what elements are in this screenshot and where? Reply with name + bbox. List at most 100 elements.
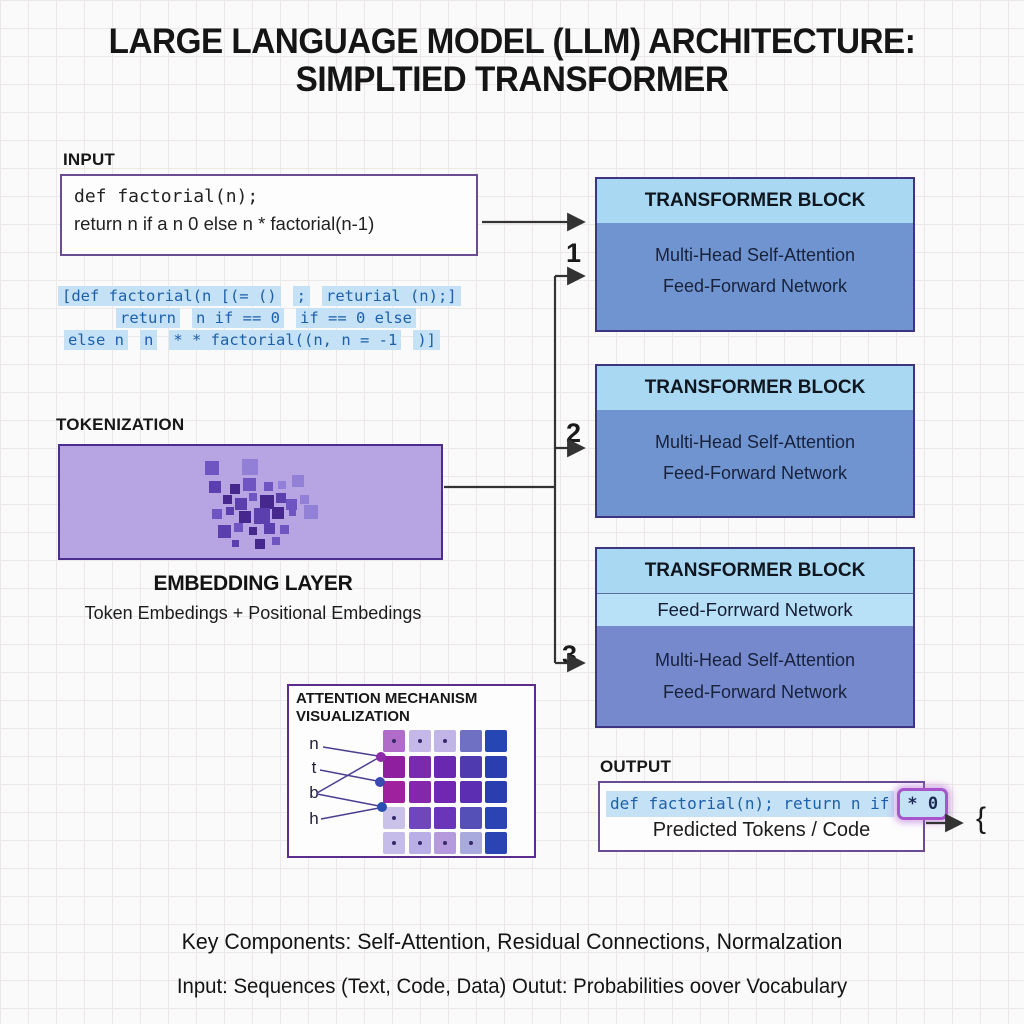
transformer-block-1: TRANSFORMER BLOCK Multi-Head Self-Attent… bbox=[595, 177, 915, 332]
tokenization-section-label: TOKENIZATION bbox=[56, 415, 185, 434]
attention-token-label-h: h bbox=[309, 809, 319, 828]
attention-cell-dot bbox=[392, 739, 396, 743]
flow-step-3: 3 bbox=[562, 640, 578, 670]
token-chip: [def factorial(n [(= () bbox=[58, 286, 281, 306]
attention-cell-dot bbox=[417, 739, 422, 743]
attention-cell bbox=[485, 832, 507, 854]
footer-io-summary: Input: Sequences (Text, Code, Data) Outu… bbox=[176, 975, 848, 998]
block2-ffn-label: Feed-Forward Network bbox=[662, 463, 848, 483]
input-section-label: INPUT bbox=[63, 150, 115, 169]
attention-cell bbox=[408, 832, 431, 854]
attention-cell bbox=[383, 832, 405, 854]
embedding-token-square bbox=[272, 507, 284, 519]
embedding-token-square bbox=[278, 481, 286, 489]
block3-attention-label: Multi-Head Self-Attention bbox=[654, 650, 856, 670]
embedding-token-square bbox=[292, 475, 304, 487]
block1-ffn-label: Feed-Forward Network bbox=[662, 276, 848, 296]
transformer-block-3: TRANSFORMER BLOCK Feed-Forrward Network … bbox=[595, 547, 915, 728]
attention-cell bbox=[408, 755, 431, 778]
attention-title-line1: ATTENTION MECHANISM bbox=[296, 690, 478, 707]
embedding-caption: EMBEDDING LAYER Token Embedings + Positi… bbox=[58, 572, 448, 624]
embedding-token-square bbox=[276, 493, 286, 503]
embedding-token-square bbox=[223, 495, 232, 504]
attention-cell bbox=[459, 755, 482, 778]
output-section-label: OUTPUT bbox=[600, 757, 672, 776]
attention-cell bbox=[459, 832, 482, 854]
attention-heatmap-grid bbox=[383, 730, 513, 860]
footer-key-components: Key Components: Self-Attention, Residual… bbox=[181, 929, 843, 954]
embedding-token-square bbox=[226, 507, 234, 515]
attention-cell bbox=[434, 730, 456, 752]
tokenized-line-1: [def factorial(n [(= ();returial (n);] bbox=[58, 286, 498, 308]
embedding-token-square bbox=[264, 482, 273, 491]
token-chip: * * factorial((n, n = -1 bbox=[169, 330, 402, 350]
embedding-token-square bbox=[289, 509, 296, 516]
embedding-token-square bbox=[239, 511, 251, 523]
transformer-block-1-body: Multi-Head Self-Attention Feed-Forward N… bbox=[597, 223, 913, 302]
attention-cell bbox=[434, 806, 456, 829]
embedding-token-square bbox=[230, 484, 240, 494]
embedding-token-square bbox=[205, 461, 219, 475]
transformer-block-3-title: TRANSFORMER BLOCK bbox=[597, 549, 913, 593]
attention-cell bbox=[383, 755, 405, 778]
embedding-scatter-box bbox=[58, 444, 443, 560]
transformer-block-2: TRANSFORMER BLOCK Multi-Head Self-Attent… bbox=[595, 364, 915, 518]
attention-cell bbox=[434, 832, 456, 854]
attention-title-line2: VISUALIZATION bbox=[296, 707, 410, 725]
token-chip: n bbox=[140, 330, 158, 350]
attention-cell-dot bbox=[443, 841, 447, 845]
attention-token-label-b: b bbox=[309, 783, 319, 802]
embedding-token-square bbox=[255, 539, 265, 549]
embedding-token-square bbox=[304, 505, 318, 519]
attention-cell bbox=[485, 730, 507, 752]
attention-token-label-t: t bbox=[311, 758, 317, 777]
attention-cell bbox=[408, 806, 431, 829]
attention-cell bbox=[434, 781, 456, 803]
token-chip: if == 0 else bbox=[296, 308, 416, 328]
embedding-token-square bbox=[234, 523, 243, 532]
embedding-token-square bbox=[218, 525, 231, 538]
attention-cell bbox=[408, 781, 431, 803]
output-code-text: def factorial(n); return n if bbox=[606, 791, 895, 817]
attention-cell-dot bbox=[392, 841, 396, 845]
embedding-token-square bbox=[249, 527, 257, 535]
output-caption: Predicted Tokens / Code bbox=[652, 819, 871, 841]
transformer-block-2-title: TRANSFORMER BLOCK bbox=[597, 366, 913, 410]
flow-step-2: 2 bbox=[566, 418, 582, 448]
embedding-token-square bbox=[260, 495, 274, 509]
attention-token-label-n: n bbox=[309, 734, 319, 753]
embedding-token-square bbox=[286, 499, 297, 510]
input-code-box: def factorial(n); return n if a n 0 else… bbox=[60, 174, 478, 256]
embedding-token-square bbox=[272, 537, 280, 545]
input-code-line2: return n if a n 0 else n * factorial(n-1… bbox=[74, 213, 375, 234]
page-title-line2: SIMPLTIED TRANSFORMER bbox=[295, 60, 729, 99]
flow-step-1: 1 bbox=[566, 238, 582, 268]
attention-cell bbox=[459, 730, 482, 752]
block3-ffn-label: Feed-Forward Network bbox=[662, 682, 848, 702]
attention-cell-dot bbox=[443, 739, 447, 743]
embedding-token-square bbox=[280, 525, 289, 534]
input-code-line1: def factorial(n); bbox=[74, 186, 259, 207]
page-title-line1: LARGE LANGUAGE MODEL (LLM) ARCHITECTURE: bbox=[108, 22, 916, 61]
attention-cell bbox=[408, 730, 431, 752]
attention-visualization-title: ATTENTION MECHANISM VISUALIZATION bbox=[296, 690, 477, 725]
embedding-token-square bbox=[249, 493, 257, 501]
token-chip: returial (n);] bbox=[321, 286, 461, 306]
transformer-block-2-body: Multi-Head Self-Attention Feed-Forward N… bbox=[597, 410, 913, 489]
embedding-token-square bbox=[300, 495, 309, 504]
block3-extra-ffn-band: Feed-Forrward Network bbox=[597, 593, 913, 626]
attention-cell bbox=[485, 806, 507, 829]
token-chip: else n bbox=[64, 330, 128, 350]
output-box: def factorial(n); return n if * 0 Predic… bbox=[598, 781, 949, 852]
attention-cell bbox=[383, 730, 405, 752]
embedding-layer-subtitle: Token Embedings + Positional Embedings bbox=[84, 603, 422, 623]
token-chip: return bbox=[116, 308, 180, 328]
attention-cell bbox=[434, 755, 456, 778]
transformer-block-1-title: TRANSFORMER BLOCK bbox=[597, 179, 913, 223]
block1-attention-label: Multi-Head Self-Attention bbox=[654, 245, 856, 265]
attention-cell bbox=[485, 781, 507, 803]
attention-cell bbox=[459, 781, 482, 803]
